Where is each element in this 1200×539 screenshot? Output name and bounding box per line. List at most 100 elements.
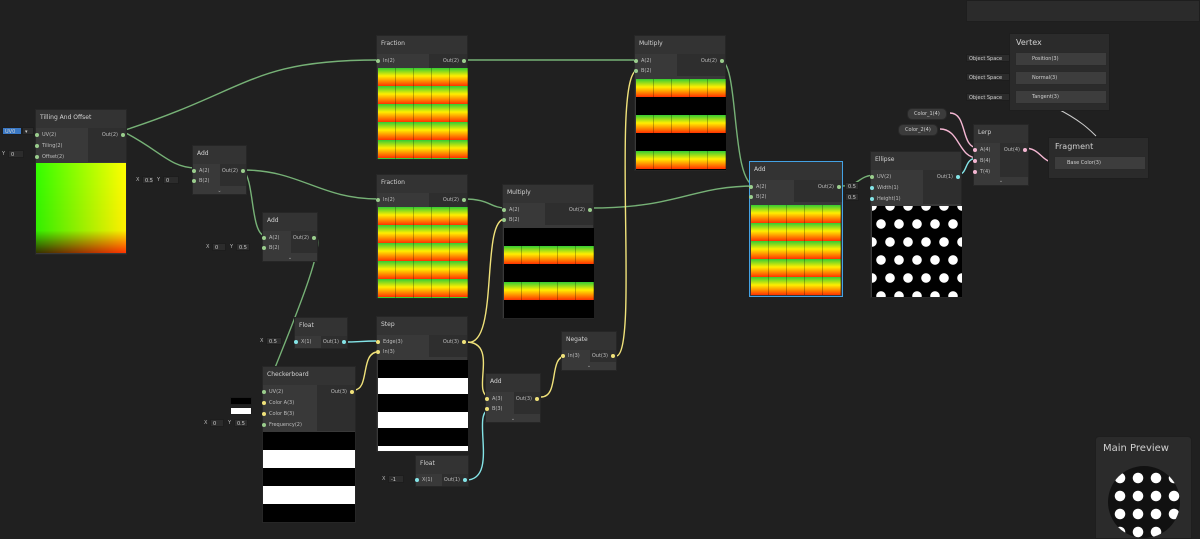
- b-y-field[interactable]: 0.5: [236, 243, 250, 251]
- color-2-property[interactable]: Color_2(4): [898, 124, 938, 136]
- chevron-down-icon[interactable]: ⌄: [510, 416, 516, 422]
- node-preview: [751, 205, 841, 295]
- node-title: Multiply: [635, 36, 725, 54]
- node-title: Add: [486, 374, 540, 392]
- color-1-property[interactable]: Color_1(4): [907, 108, 947, 120]
- main-preview-panel[interactable]: Main Preview: [1095, 436, 1192, 539]
- preview-sphere[interactable]: [1108, 466, 1180, 538]
- out-port[interactable]: Out(2): [291, 234, 317, 242]
- chevron-down-icon[interactable]: ⌄: [998, 178, 1004, 184]
- node-preview: [872, 206, 962, 297]
- node-title: Step: [377, 317, 467, 335]
- lerp-node[interactable]: Lerp A(4) B(4) T(4) Out(4) ⌄: [973, 124, 1029, 186]
- float-node-1[interactable]: Float X(1) Out(1): [294, 317, 348, 349]
- out-port[interactable]: Out(2): [429, 196, 467, 204]
- wire: [242, 169, 379, 200]
- out-port[interactable]: Out(3): [429, 338, 467, 346]
- out-port[interactable]: Out(1): [321, 338, 347, 346]
- node-preview: [378, 68, 468, 159]
- x-field[interactable]: 0.5: [266, 337, 282, 345]
- vertex-normal-slot[interactable]: Normal(3): [1015, 71, 1107, 85]
- out-port[interactable]: Out(2): [429, 57, 467, 65]
- node-preview: [636, 79, 726, 170]
- b-y-label: Y: [230, 244, 234, 250]
- tiling-offset-node[interactable]: Tilling And Offset UV(2) Tiling(2) Offse…: [35, 109, 127, 255]
- offset-x-field[interactable]: 0: [8, 150, 24, 158]
- chevron-down-icon[interactable]: ⌄: [217, 188, 222, 194]
- b-x-label: X: [206, 244, 210, 250]
- out-port[interactable]: Out(1): [923, 173, 961, 181]
- freq-y-field[interactable]: 0.5: [234, 419, 248, 427]
- float-node-2[interactable]: Float X(1) Out(1): [415, 455, 469, 487]
- node-title: Fraction: [377, 175, 467, 193]
- vertex-title: Vertex: [1016, 38, 1042, 47]
- height-field[interactable]: 0.5: [845, 193, 859, 201]
- wire: [353, 351, 379, 391]
- vertex-block[interactable]: Vertex Position(3) Normal(3) Tangent(3): [1009, 33, 1110, 111]
- out-port[interactable]: Out(2): [88, 131, 126, 139]
- b-x-field[interactable]: 0: [212, 243, 226, 251]
- node-title: Add: [263, 213, 317, 231]
- out-port[interactable]: Out(1): [442, 476, 468, 484]
- b-x-label: X: [136, 177, 140, 183]
- multiply-node-1[interactable]: Multiply A(2) B(2) Out(2): [634, 35, 726, 171]
- freq-x-field[interactable]: 0: [210, 419, 224, 427]
- wire: [589, 185, 757, 209]
- out-port[interactable]: Out(2): [545, 206, 593, 214]
- vertex-position-slot[interactable]: Position(3): [1015, 52, 1107, 66]
- fraction-node-2[interactable]: Fraction In(2) Out(2): [376, 174, 468, 299]
- wire: [1055, 107, 1097, 137]
- add-node-2[interactable]: Add A(2) B(2) Out(2) ⌄: [262, 212, 318, 262]
- out-port[interactable]: Out(2): [677, 57, 725, 65]
- wire: [121, 130, 197, 169]
- color-b-swatch[interactable]: [230, 407, 252, 415]
- chevron-down-icon[interactable]: ⌄: [287, 255, 293, 261]
- node-title: Fraction: [377, 36, 467, 54]
- out-port[interactable]: Out(3): [514, 395, 540, 403]
- main-preview-title: Main Preview: [1103, 443, 1169, 454]
- out-port[interactable]: Out(2): [794, 183, 842, 191]
- node-preview: [378, 207, 468, 298]
- chevron-down-icon[interactable]: ⌄: [586, 363, 592, 369]
- node-title: Add: [750, 162, 842, 180]
- node-preview: [378, 360, 468, 451]
- x-field[interactable]: -1: [388, 475, 404, 483]
- vertex-tangent-slot[interactable]: Tangent(3): [1015, 90, 1107, 104]
- wire: [615, 69, 639, 357]
- freq-y-label: Y: [228, 420, 232, 426]
- base-color-slot[interactable]: Base Color(3): [1054, 156, 1146, 170]
- out-port[interactable]: Out(3): [317, 388, 355, 396]
- tangent-space-field[interactable]: Object Space: [966, 93, 1010, 101]
- checkerboard-node[interactable]: Checkerboard UV(2) Color A(3) Color B(3)…: [262, 366, 356, 523]
- fraction-node[interactable]: Fraction In(2) Out(2): [376, 35, 468, 160]
- multiply-node-2[interactable]: Multiply A(2) B(2) Out(2): [502, 184, 594, 319]
- fragment-block[interactable]: Fragment Base Color(3): [1048, 137, 1149, 179]
- normal-space-field[interactable]: Object Space: [966, 73, 1010, 81]
- step-node[interactable]: Step Edge(3) In(3) Out(3): [376, 316, 468, 452]
- ellipse-node[interactable]: Ellipse UV(2) Width(1) Height(1) Out(1): [870, 151, 962, 298]
- out-port[interactable]: Out(4): [1000, 146, 1028, 154]
- add-node-selected[interactable]: Add A(2) B(2) Out(2): [749, 161, 843, 297]
- add-node-1[interactable]: Add A(2) B(2) Out(2) ⌄: [192, 145, 247, 195]
- b-x-field[interactable]: 0.5: [142, 176, 154, 184]
- wire: [343, 340, 379, 343]
- node-title: Add: [193, 146, 246, 164]
- node-preview: [36, 163, 126, 253]
- offset-x-label: Y: [2, 151, 6, 157]
- color-a-swatch[interactable]: [230, 397, 252, 405]
- add-node-4[interactable]: Add A(3) B(3) Out(3) ⌄: [485, 373, 541, 423]
- b-y-label: Y: [157, 177, 161, 183]
- position-space-field[interactable]: Object Space: [966, 54, 1010, 62]
- x-label: X: [260, 338, 264, 344]
- width-field[interactable]: 0.5: [845, 182, 859, 190]
- freq-x-label: X: [204, 420, 208, 426]
- node-title: Checkerboard: [263, 367, 355, 385]
- negate-node[interactable]: Negate In(3) Out(3) ⌄: [561, 331, 617, 371]
- uv-dropdown[interactable]: ▾: [22, 127, 34, 135]
- b-y-field[interactable]: 0: [163, 176, 179, 184]
- node-title: Float: [295, 318, 347, 336]
- blackboard-panel[interactable]: [966, 0, 1200, 22]
- out-port[interactable]: Out(3): [590, 352, 616, 360]
- out-port[interactable]: Out(2): [220, 167, 246, 175]
- uv-select[interactable]: UV0: [2, 127, 22, 135]
